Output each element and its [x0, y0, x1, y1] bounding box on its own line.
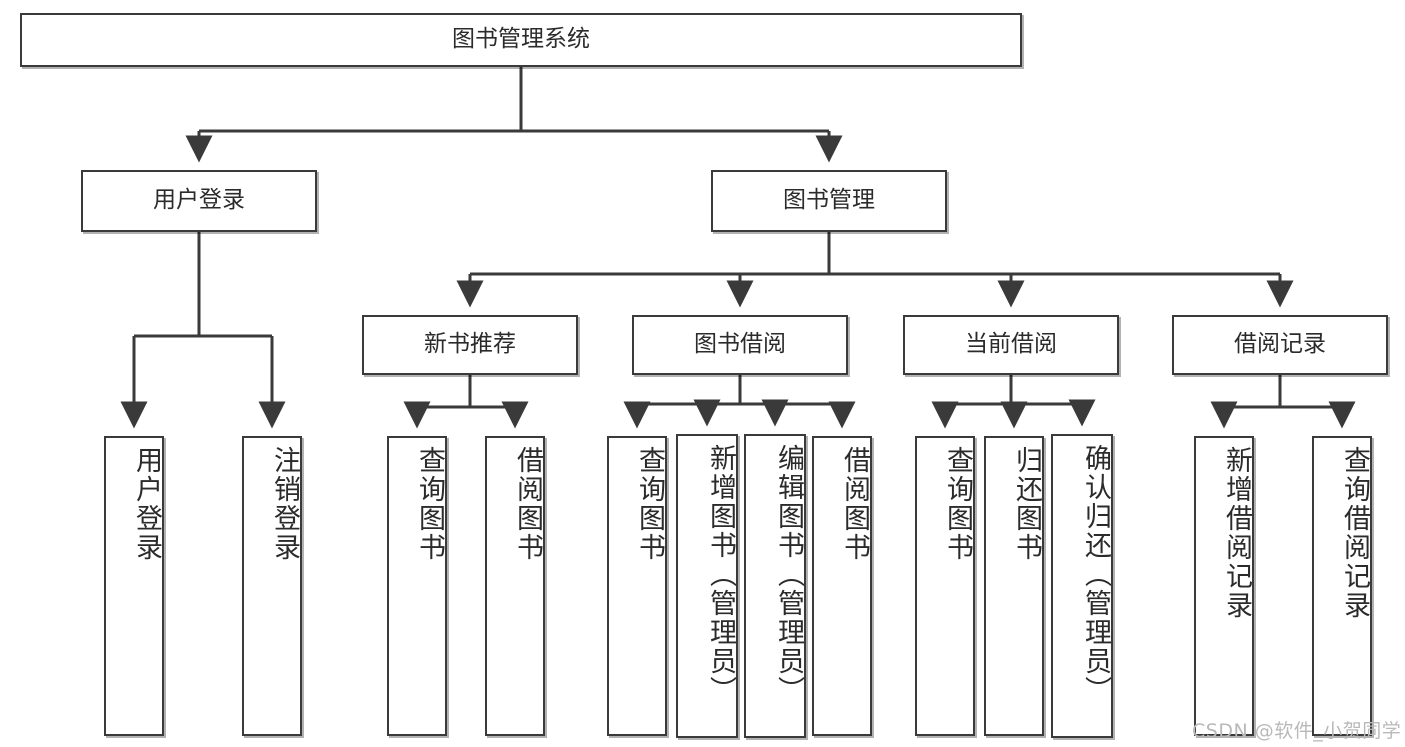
node-leaf-confirm-return-admin[interactable]: 确认归还（管理员） — [1051, 434, 1113, 738]
node-leaf-confirm-return-admin-label: 确认归还（管理员） — [1080, 444, 1111, 705]
watermark: CSDN @软件_小贺同学 — [1192, 720, 1402, 742]
node-level1-user-login-label: 用户登录 — [153, 187, 245, 214]
node-leaf-borrow-book[interactable]: 借阅图书 — [812, 436, 872, 736]
node-leaf-query-borrow-record-label: 查询借阅记录 — [1339, 446, 1370, 620]
node-leaf-add-borrow-record-label: 新增借阅记录 — [1221, 446, 1252, 620]
node-leaf-query-book-current-label: 查询图书 — [942, 446, 973, 562]
node-leaf-logout[interactable]: 注销登录 — [242, 436, 302, 736]
node-leaf-return-book-label: 归还图书 — [1011, 446, 1042, 562]
node-level2-current-borrow-label: 当前借阅 — [965, 331, 1057, 358]
node-leaf-query-book-recommend-label: 查询图书 — [414, 446, 445, 562]
node-level2-new-book-recommend[interactable]: 新书推荐 — [362, 315, 578, 375]
node-leaf-add-book-admin-label: 新增图书（管理员） — [705, 444, 736, 705]
node-leaf-query-book-current[interactable]: 查询图书 — [915, 436, 975, 736]
node-leaf-query-book-borrow-label: 查询图书 — [634, 446, 665, 562]
node-level1-book-management[interactable]: 图书管理 — [711, 170, 947, 232]
node-leaf-return-book[interactable]: 归还图书 — [984, 436, 1044, 736]
node-level2-new-book-recommend-label: 新书推荐 — [424, 331, 516, 358]
node-leaf-borrow-book-recommend[interactable]: 借阅图书 — [485, 436, 545, 736]
node-level1-user-login[interactable]: 用户登录 — [81, 170, 317, 232]
node-leaf-user-login-label: 用户登录 — [131, 446, 162, 562]
node-root-label: 图书管理系统 — [452, 26, 590, 53]
node-leaf-user-login[interactable]: 用户登录 — [104, 436, 164, 736]
node-leaf-borrow-book-recommend-label: 借阅图书 — [512, 446, 543, 562]
node-level2-current-borrow[interactable]: 当前借阅 — [903, 315, 1119, 375]
node-level1-book-management-label: 图书管理 — [783, 187, 875, 214]
node-leaf-add-book-admin[interactable]: 新增图书（管理员） — [676, 434, 738, 738]
node-leaf-borrow-book-label: 借阅图书 — [839, 446, 870, 562]
node-level2-book-borrow[interactable]: 图书借阅 — [632, 315, 848, 375]
node-leaf-query-borrow-record[interactable]: 查询借阅记录 — [1312, 436, 1372, 736]
node-level2-borrow-record[interactable]: 借阅记录 — [1172, 315, 1388, 375]
node-leaf-edit-book-admin-label: 编辑图书（管理员） — [773, 444, 804, 705]
node-leaf-query-book-recommend[interactable]: 查询图书 — [387, 436, 447, 736]
node-level2-book-borrow-label: 图书借阅 — [694, 331, 786, 358]
node-root[interactable]: 图书管理系统 — [20, 13, 1022, 67]
node-leaf-query-book-borrow[interactable]: 查询图书 — [607, 436, 667, 736]
node-leaf-logout-label: 注销登录 — [269, 446, 300, 562]
node-leaf-edit-book-admin[interactable]: 编辑图书（管理员） — [744, 434, 806, 738]
node-level2-borrow-record-label: 借阅记录 — [1234, 331, 1326, 358]
node-leaf-add-borrow-record[interactable]: 新增借阅记录 — [1194, 436, 1254, 736]
